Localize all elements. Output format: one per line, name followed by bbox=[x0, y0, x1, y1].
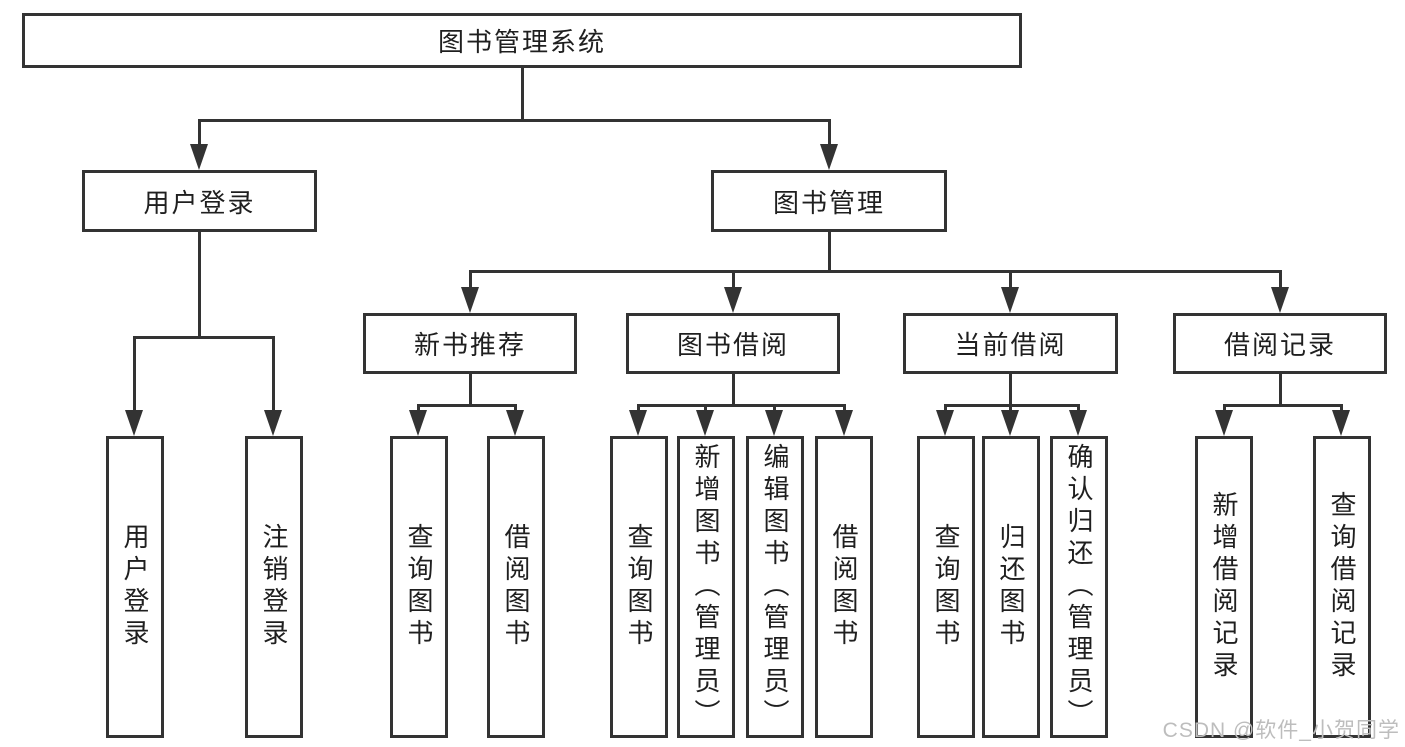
leaf-user-login-label: 用户登录 bbox=[120, 523, 150, 651]
leaf-borrow-books-recommend-label: 借阅图书 bbox=[501, 523, 531, 651]
node-user-login-label: 用户登录 bbox=[143, 187, 256, 218]
connector-line bbox=[827, 120, 831, 152]
csdn-watermark: CSDN @软件_小贺同学 bbox=[1162, 719, 1400, 742]
connector-line bbox=[1278, 271, 1282, 295]
arrowhead-down-icon bbox=[409, 410, 427, 436]
node-library-management-system: 图书管理系统 bbox=[22, 13, 1022, 68]
node-user-login: 用户登录 bbox=[82, 170, 317, 232]
connector-line bbox=[731, 374, 735, 407]
node-new-book-recommend-label: 新书推荐 bbox=[413, 330, 526, 360]
leaf-query-books-current: 查询图书 bbox=[917, 436, 975, 738]
arrowhead-down-icon bbox=[1332, 410, 1350, 436]
arrowhead-down-icon bbox=[264, 410, 282, 436]
leaf-add-borrow-record: 新增借阅记录 bbox=[1195, 436, 1253, 738]
arrowhead-down-icon bbox=[1069, 410, 1087, 436]
leaf-edit-book-admin-label: 编辑图书（管理员） bbox=[760, 443, 790, 731]
arrowhead-down-icon bbox=[629, 410, 647, 436]
arrowhead-down-icon bbox=[696, 410, 714, 436]
arrowhead-down-icon bbox=[125, 410, 143, 436]
connector-line bbox=[827, 232, 831, 273]
node-current-borrow: 当前借阅 bbox=[903, 313, 1118, 374]
connector-line bbox=[197, 232, 201, 338]
connector-line bbox=[943, 403, 1080, 407]
leaf-confirm-return-admin: 确认归还（管理员） bbox=[1050, 436, 1108, 738]
arrowhead-down-icon bbox=[1215, 410, 1233, 436]
arrowhead-down-icon bbox=[506, 410, 524, 436]
arrowhead-down-icon bbox=[461, 287, 479, 313]
leaf-return-book: 归还图书 bbox=[982, 436, 1040, 738]
arrowhead-down-icon bbox=[765, 410, 783, 436]
leaf-add-borrow-record-label: 新增借阅记录 bbox=[1209, 491, 1239, 683]
leaf-borrow-books: 借阅图书 bbox=[815, 436, 873, 738]
node-book-borrow: 图书借阅 bbox=[626, 313, 840, 374]
leaf-add-book-admin-label: 新增图书（管理员） bbox=[691, 443, 721, 731]
arrowhead-down-icon bbox=[936, 410, 954, 436]
node-borrow-records-label: 借阅记录 bbox=[1223, 330, 1336, 360]
connector-line bbox=[197, 120, 201, 152]
connector-line bbox=[416, 403, 517, 407]
leaf-query-books-recommend-label: 查询图书 bbox=[404, 523, 434, 651]
connector-line bbox=[1008, 374, 1012, 407]
arrowhead-down-icon bbox=[1001, 287, 1019, 313]
leaf-query-borrow-record-label: 查询借阅记录 bbox=[1327, 491, 1357, 683]
leaf-query-books-borrow: 查询图书 bbox=[610, 436, 668, 738]
connector-line bbox=[1008, 271, 1012, 295]
node-book-management-label: 图书管理 bbox=[772, 187, 885, 218]
leaf-query-books-current-label: 查询图书 bbox=[931, 523, 961, 651]
connector-line bbox=[132, 337, 136, 417]
connector-line bbox=[271, 337, 275, 417]
leaf-query-books-borrow-label: 查询图书 bbox=[624, 523, 654, 651]
arrowhead-down-icon bbox=[724, 287, 742, 313]
node-borrow-records: 借阅记录 bbox=[1173, 313, 1387, 374]
leaf-add-book-admin: 新增图书（管理员） bbox=[677, 436, 735, 738]
leaf-query-borrow-record: 查询借阅记录 bbox=[1313, 436, 1371, 738]
connector-line bbox=[731, 271, 735, 295]
leaf-borrow-books-label: 借阅图书 bbox=[829, 523, 859, 651]
connector-line bbox=[468, 271, 472, 295]
node-book-management: 图书管理 bbox=[711, 170, 947, 232]
connector-line bbox=[468, 374, 472, 407]
arrowhead-down-icon bbox=[1001, 410, 1019, 436]
connector-line bbox=[1278, 374, 1282, 407]
leaf-return-book-label: 归还图书 bbox=[996, 523, 1026, 651]
node-current-borrow-label: 当前借阅 bbox=[954, 330, 1067, 360]
connector-line bbox=[468, 269, 1282, 273]
node-library-management-system-label: 图书管理系统 bbox=[437, 27, 606, 57]
leaf-edit-book-admin: 编辑图书（管理员） bbox=[746, 436, 804, 738]
arrowhead-down-icon bbox=[820, 144, 838, 170]
leaf-logout-label: 注销登录 bbox=[259, 523, 289, 651]
leaf-confirm-return-admin-label: 确认归还（管理员） bbox=[1064, 443, 1094, 731]
connector-line bbox=[1222, 403, 1343, 407]
arrowhead-down-icon bbox=[1271, 287, 1289, 313]
leaf-user-login: 用户登录 bbox=[106, 436, 164, 738]
connector-line bbox=[636, 403, 846, 407]
connector-line bbox=[132, 335, 275, 339]
leaf-logout: 注销登录 bbox=[245, 436, 303, 738]
arrowhead-down-icon bbox=[190, 144, 208, 170]
leaf-borrow-books-recommend: 借阅图书 bbox=[487, 436, 545, 738]
connector-line bbox=[520, 68, 524, 121]
node-new-book-recommend: 新书推荐 bbox=[363, 313, 577, 374]
node-book-borrow-label: 图书借阅 bbox=[676, 330, 789, 360]
connector-line bbox=[197, 118, 831, 122]
leaf-query-books-recommend: 查询图书 bbox=[390, 436, 448, 738]
arrowhead-down-icon bbox=[835, 410, 853, 436]
